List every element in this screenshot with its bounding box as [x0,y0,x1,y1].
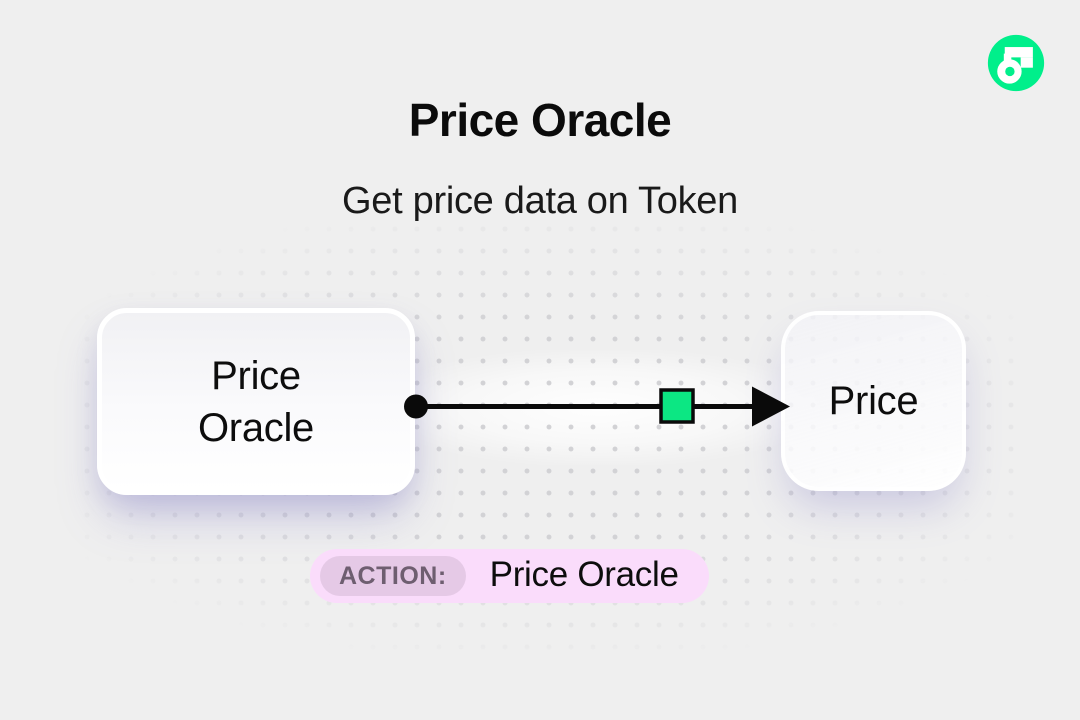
action-label-badge: ACTION: [320,556,466,596]
page-title: Price Oracle [408,93,672,146]
source-node: Price Oracle [97,308,415,495]
source-node-label: Price Oracle [197,353,314,450]
flow-logo-icon [987,34,1045,92]
target-node-label: Price [828,379,919,423]
page-subtitle: Get price data on Token [342,180,738,222]
action-pill: ACTION: Price Oracle [310,549,709,603]
target-node: Price [781,311,966,491]
action-value: Price Oracle [489,555,679,594]
